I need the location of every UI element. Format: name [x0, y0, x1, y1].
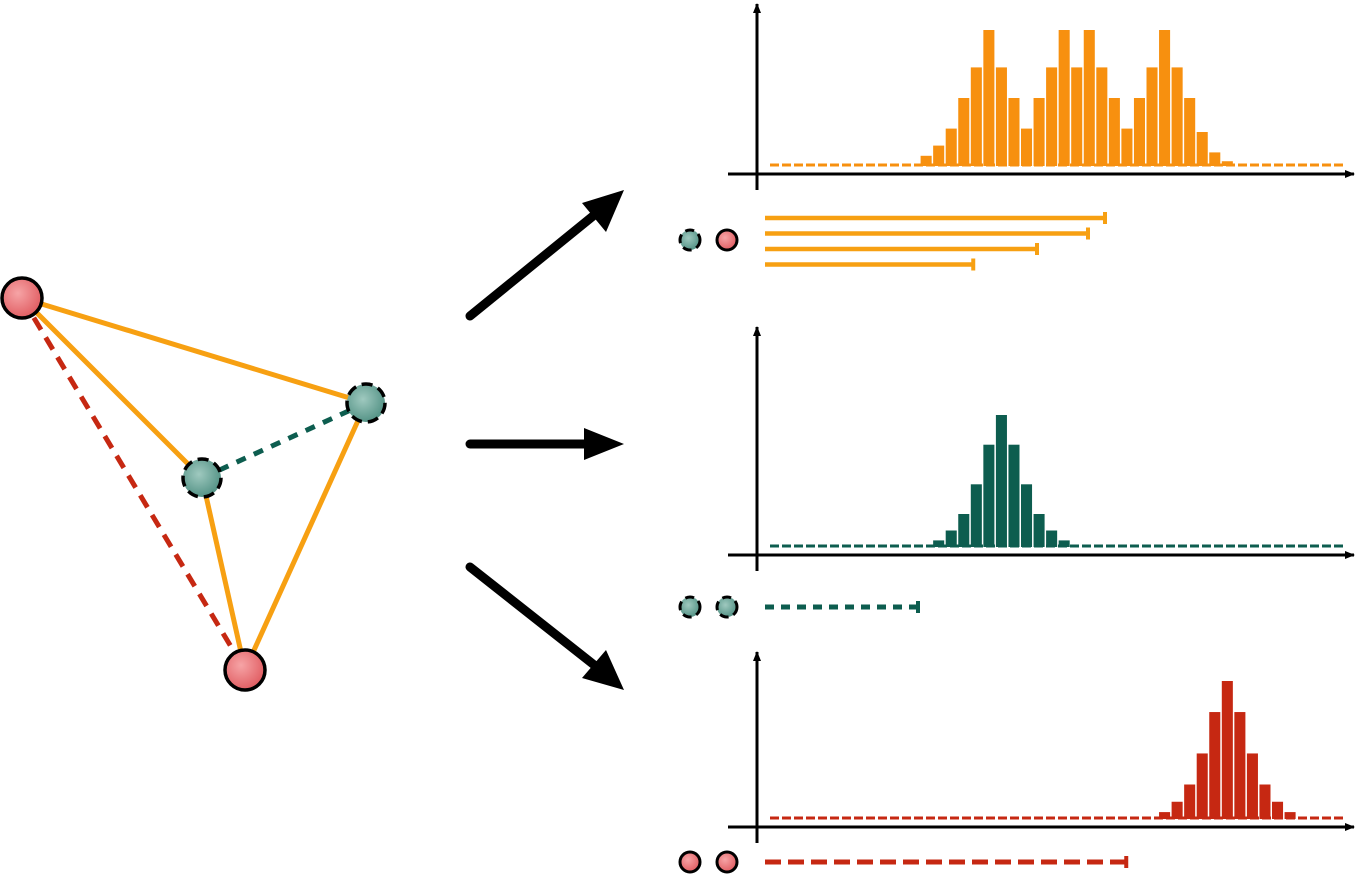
histogram-bar — [1071, 67, 1083, 166]
histogram-bar — [1033, 98, 1045, 166]
histogram-bar — [1058, 30, 1070, 166]
histogram-bar — [1171, 67, 1183, 166]
histogram-bar — [1008, 98, 1020, 166]
histogram-bar — [1209, 152, 1221, 166]
histogram-bar — [1058, 540, 1070, 547]
histogram-bar — [1108, 98, 1120, 166]
histogram-bar — [1096, 67, 1108, 166]
edge-c-d — [242, 401, 369, 672]
histogram-bar — [1196, 132, 1208, 166]
histogram-panels — [678, 3, 1355, 874]
histogram-bar — [1184, 784, 1196, 819]
edge-a-c — [21, 295, 367, 406]
histogram-bar — [1234, 712, 1246, 819]
histogram-bar — [958, 514, 970, 547]
histogram-bar — [1171, 801, 1183, 819]
graph-edges — [19, 295, 369, 672]
edge-a-d-dashed — [19, 296, 248, 672]
histogram-bar — [945, 530, 957, 547]
histogram-bar — [1259, 784, 1271, 819]
molecule-graph — [0, 276, 387, 692]
histogram-bar — [1083, 30, 1095, 166]
histogram-bar — [983, 30, 995, 166]
edge-a-b — [20, 296, 204, 480]
histogram-bar — [1221, 681, 1233, 819]
pair-node-red — [715, 850, 739, 874]
histogram-bar — [983, 444, 995, 547]
histogram-bar — [958, 98, 970, 166]
pair-node-teal — [678, 228, 702, 252]
histogram-bar — [1046, 530, 1058, 547]
histogram-bar — [933, 145, 945, 166]
pair-node-teal — [678, 595, 702, 619]
histogram-bar — [995, 67, 1007, 166]
histogram-bar — [1159, 812, 1171, 819]
histogram-bar — [970, 67, 982, 166]
histogram-bar — [920, 155, 932, 166]
histogram-bar — [1221, 161, 1233, 166]
histogram-bar — [1272, 801, 1284, 819]
pair-node-red — [715, 228, 739, 252]
histogram-bar — [1021, 128, 1033, 166]
histogram-bar — [1033, 514, 1045, 547]
histogram-bar — [970, 484, 982, 547]
histogram-panel-orange — [678, 3, 1355, 271]
histogram-bar — [1021, 484, 1033, 547]
node-teal-c — [345, 382, 387, 424]
histogram-bar — [1133, 98, 1145, 166]
arrow-up-right-icon — [465, 190, 624, 321]
pair-node-red — [678, 850, 702, 874]
histogram-panel-red — [678, 651, 1355, 874]
histogram-bar — [1196, 753, 1208, 819]
histogram-bar — [1246, 753, 1258, 819]
histogram-bar — [933, 540, 945, 547]
edge-b-c-dashed — [200, 400, 368, 481]
histogram-bar — [1008, 444, 1020, 547]
histogram-panel-teal — [678, 326, 1355, 619]
arrow-right-icon — [465, 428, 624, 460]
histogram-bar — [945, 128, 957, 166]
node-red-a — [0, 276, 44, 320]
histogram-bar — [1184, 98, 1196, 166]
edge-b-d — [199, 477, 248, 671]
histogram-bar — [1046, 67, 1058, 166]
histogram-bar — [1146, 67, 1158, 166]
pair-node-teal — [715, 595, 739, 619]
arrow-down-right-icon — [465, 562, 624, 690]
graph-nodes — [0, 276, 387, 692]
histogram-bar — [1159, 30, 1171, 166]
histogram-bar — [1121, 128, 1133, 166]
histogram-bar — [1284, 812, 1296, 819]
node-teal-b — [181, 457, 223, 499]
split-arrows — [465, 190, 624, 690]
histogram-bar — [1209, 712, 1221, 819]
histogram-bar — [995, 415, 1007, 547]
node-red-d — [223, 648, 267, 692]
